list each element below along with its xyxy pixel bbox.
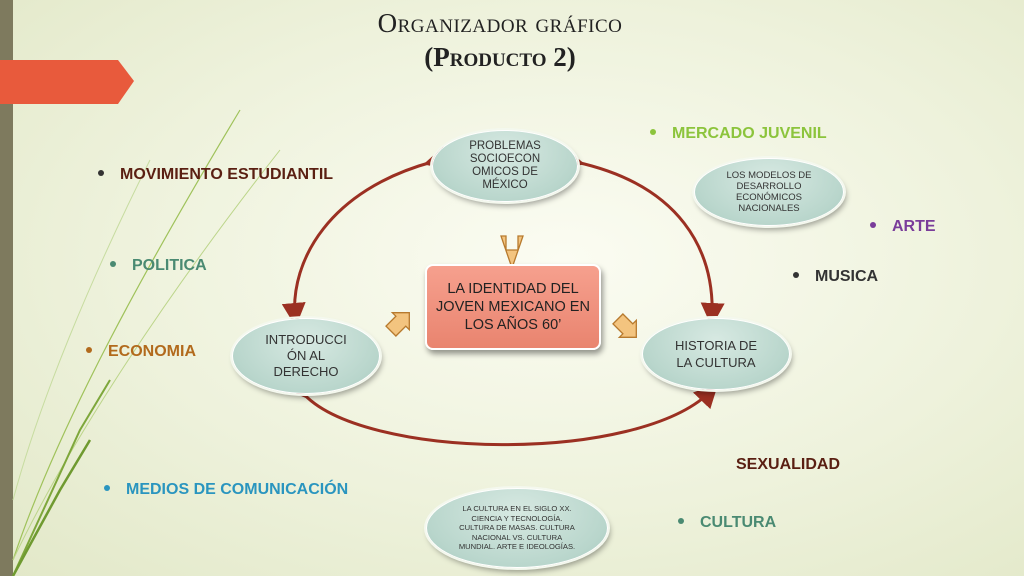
node-cultura-siglo: LA CULTURA EN EL SIGLO XX. CIENCIA Y TEC… xyxy=(426,488,608,568)
label-sexualidad: SEXUALIDAD xyxy=(736,456,840,474)
bullet-cultura-text: CULTURA xyxy=(700,514,777,531)
central-topic-box: LA IDENTIDAD DEL JOVEN MEXICANO EN LOS A… xyxy=(425,264,601,350)
bullet-dot xyxy=(793,271,799,278)
block-arrow-up xyxy=(500,235,524,270)
bullet-movimiento-text: MOVIMIENTO ESTUDIANTIL xyxy=(120,166,334,183)
slide-title: Organizador gráfico (Producto 2) xyxy=(300,6,700,74)
node-derecho-text: INTRODUCCI ÓN AL DERECHO xyxy=(265,332,347,379)
node-problemas: PROBLEMAS SOCIOECON OMICOS DE MÉXICO xyxy=(432,130,578,202)
bullet-musica: MUSICA xyxy=(793,268,878,286)
bullet-dot xyxy=(650,128,656,135)
central-topic-text: LA IDENTIDAD DEL JOVEN MEXICANO EN LOS A… xyxy=(436,281,590,333)
decorative-lines xyxy=(11,109,281,576)
bullet-medios: MEDIOS DE COMUNICACIÓN xyxy=(104,481,348,499)
bullet-economia: ECONOMIA xyxy=(86,343,196,361)
bullet-dot xyxy=(86,346,92,353)
node-historia-text: HISTORIA DE LA CULTURA xyxy=(674,338,758,370)
title-line-1: Organizador gráfico xyxy=(377,8,623,38)
bullet-politica-text: POLITICA xyxy=(132,257,207,274)
bullet-dot xyxy=(110,260,116,267)
bullet-arte-text: ARTE xyxy=(892,218,936,235)
bullet-dot xyxy=(678,517,684,524)
bullet-arte: ARTE xyxy=(870,218,936,236)
arc-problemas-to-historia xyxy=(558,147,725,327)
node-modelos-text: LOS MODELOS DE DESARROLLO ECONÓMICOS NAC… xyxy=(726,170,812,214)
node-cultura-siglo-text: LA CULTURA EN EL SIGLO XX. CIENCIA Y TEC… xyxy=(458,504,576,552)
bullet-dot xyxy=(98,169,104,176)
bullet-economia-text: ECONOMIA xyxy=(108,343,196,360)
bullet-dot xyxy=(870,221,876,228)
arc-problemas-to-derecho xyxy=(281,146,450,327)
bullet-movimiento: MOVIMIENTO ESTUDIANTIL xyxy=(98,166,333,184)
title-accent-arrow xyxy=(0,60,134,104)
bullet-politica: POLITICA xyxy=(110,257,207,275)
arc-derecho-to-historia xyxy=(283,372,719,447)
block-arrow-right xyxy=(612,313,637,338)
left-accent-bar xyxy=(0,0,13,576)
bullet-mercado-text: MERCADO JUVENIL xyxy=(672,125,827,142)
block-arrow-left xyxy=(385,312,410,337)
bullet-cultura: CULTURA xyxy=(678,514,776,532)
node-problemas-text: PROBLEMAS SOCIOECON OMICOS DE MÉXICO xyxy=(469,140,541,191)
bullet-mercado: MERCADO JUVENIL xyxy=(650,125,827,143)
bullet-medios-text: MEDIOS DE COMUNICACIÓN xyxy=(126,481,349,498)
bullet-musica-text: MUSICA xyxy=(815,268,879,285)
label-sexualidad-text: SEXUALIDAD xyxy=(736,456,841,473)
bullet-dot xyxy=(104,484,110,491)
title-line-2: (Producto 2) xyxy=(424,42,576,72)
node-derecho: INTRODUCCI ÓN AL DERECHO xyxy=(232,318,380,394)
node-historia: HISTORIA DE LA CULTURA xyxy=(642,318,790,390)
node-modelos: LOS MODELOS DE DESARROLLO ECONÓMICOS NAC… xyxy=(694,158,844,226)
